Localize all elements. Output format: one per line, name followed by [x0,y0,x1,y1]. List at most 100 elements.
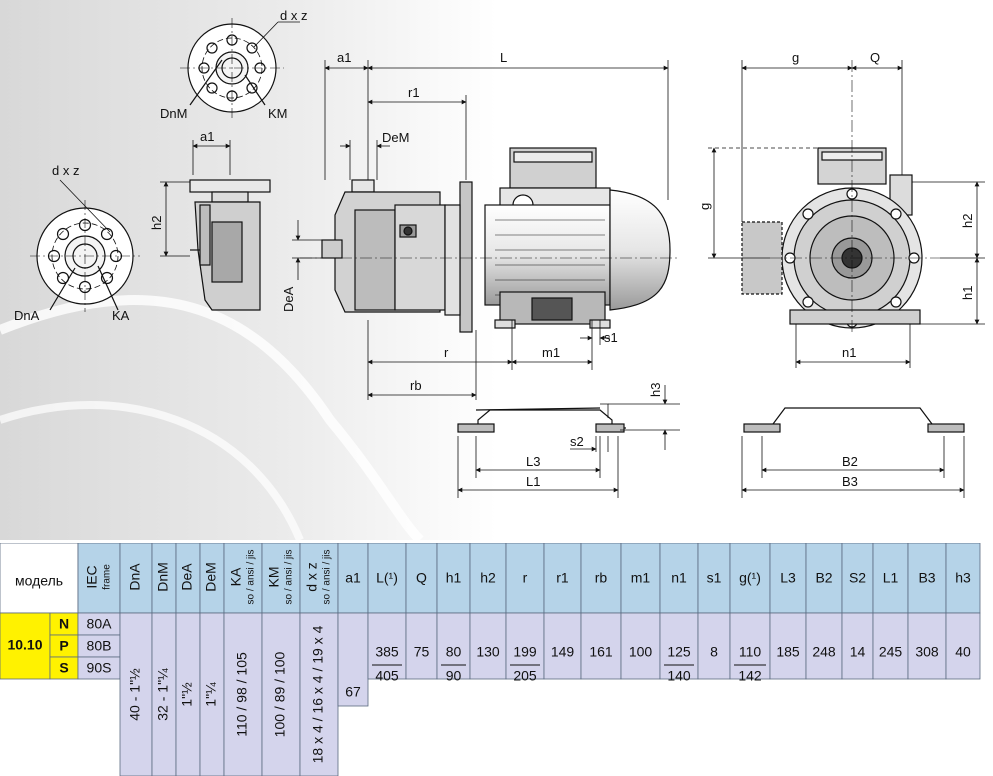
header-label-r1: r1 [556,570,569,586]
dim-L3 [475,436,601,478]
dim-dea [292,220,322,280]
label-g-side: g [697,203,712,210]
header-cell-S2 [841,543,874,614]
value-a1: 67 [345,684,361,700]
dim-n1 [795,324,911,368]
dim-g-side [708,147,818,259]
label-dea: DeA [281,286,296,312]
label-h2-side: h2 [149,216,164,230]
dim-a1-top [324,60,369,180]
value-L3: 185 [776,644,800,660]
value-cell-r1 [543,612,582,680]
value-cell-DnM [151,612,177,776]
label-h1: h1 [960,286,975,300]
technical-drawing: d x z DnM KM d x z DnA KA a1 [0,0,993,540]
dim-dem [340,140,390,180]
value-cell-s1 [697,612,731,680]
value-cell-h1 [436,612,471,680]
header-label-n1: n1 [671,570,687,586]
header-label-DnM: DnM [155,562,171,592]
dim-B3 [741,436,965,498]
header-label-m1: m1 [631,570,651,586]
header-label-Q: Q [416,570,427,586]
value-g-b: 142 [738,668,762,684]
label-s1: s1 [604,330,618,345]
header-cell-h2 [469,543,507,614]
label-L3: L3 [526,454,540,469]
dim-h3 [608,385,680,450]
header-cell-DnA [119,543,153,614]
label-rb: rb [410,378,422,393]
header-label-r: r [523,570,528,586]
header-sublabel-IEC: frame [102,564,113,590]
header-model-label: модель [15,573,63,589]
label-g-top: g [792,50,799,65]
value-h3: 40 [955,644,971,660]
value-cell-dxz [299,612,339,776]
value-cell-h3 [945,612,981,680]
background-swoosh-2 [0,401,304,540]
label-km: KM [268,106,288,121]
variant-letter: N [59,616,69,632]
variant-frame: 90S [87,660,112,676]
dim-L1 [457,436,619,498]
value-s1: 8 [710,644,718,660]
header-label-S2: S2 [849,570,866,586]
model-number: 10.10 [7,637,42,653]
header-cell-r [505,543,545,614]
value-cell-B2 [805,612,843,680]
variant-frame: 80A [87,616,113,632]
dim-a1-flange [192,140,231,175]
header-label-h1: h1 [446,570,462,586]
dim-s2 [570,436,609,452]
header-sublabel-dxz: so / ansi / jis [322,549,333,604]
value-n1-a: 125 [667,644,691,660]
value-cell-a1 [337,612,369,707]
label-L: L [500,50,507,65]
header-cell-r1 [543,543,582,614]
header-sublabel-KM: so / ansi / jis [284,549,295,604]
header-label-h2: h2 [480,570,496,586]
value-DeA: 1"½ [179,682,195,707]
value-L-b: 405 [375,668,399,684]
variant-letter: P [59,638,68,654]
header-cell-h1 [436,543,471,614]
header-label-rb: rb [595,570,608,586]
value-cell-DnA [119,612,153,776]
header-label-KA: KA [228,567,244,586]
dim-s1 [580,320,610,345]
label-r: r [444,345,449,360]
label-dna: DnA [14,308,40,323]
value-cell-L3 [769,612,807,680]
variant-letter: S [59,660,68,676]
value-cell-rb [580,612,622,680]
value-KA: 110 / 98 / 105 [234,652,250,737]
label-d-x-z-left: d x z [52,163,79,178]
value-S2: 14 [850,644,866,660]
value-cell-Q [405,612,438,680]
value-KM: 100 / 89 / 100 [272,651,288,737]
header-label-h3: h3 [955,570,971,586]
variant-frame: 80B [87,638,112,654]
value-cell-L1 [872,612,909,680]
value-cell-KM [261,612,301,776]
label-r1: r1 [408,85,420,100]
label-dem: DeM [382,130,409,145]
label-L1: L1 [526,474,540,489]
value-cell-KA [223,612,263,776]
header-label-B3: B3 [918,570,935,586]
value-Q: 75 [414,644,430,660]
header-label-a1: a1 [345,570,361,586]
label-B2: B2 [842,454,858,469]
label-B3: B3 [842,474,858,489]
value-m1: 100 [629,644,653,660]
value-cell-B3 [907,612,947,680]
dim-B2 [761,436,945,478]
dim-h1 [920,257,985,325]
label-a1-flange: a1 [200,129,214,144]
label-ka: KA [112,308,130,323]
header-label-s1: s1 [707,570,722,586]
discharge-flange-view [180,18,300,118]
pump-head [321,179,473,333]
dim-Q [851,60,903,175]
